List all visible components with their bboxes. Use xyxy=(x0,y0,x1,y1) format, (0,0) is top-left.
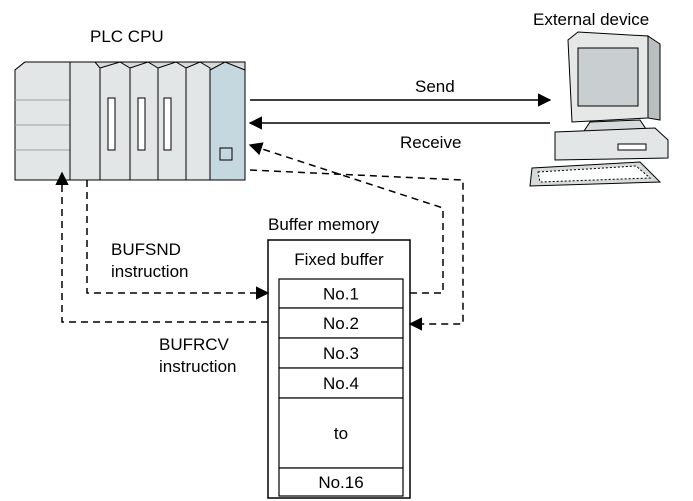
send-buffer-line xyxy=(248,142,444,294)
bufsnd-label-line2: instruction xyxy=(111,262,188,281)
bufsnd-flow-line xyxy=(86,180,270,300)
buffer-memory-label: Buffer memory xyxy=(268,215,380,234)
bufrcv-label-line1: BUFRCV xyxy=(159,335,230,354)
buffer-cell-label: No.2 xyxy=(323,314,359,333)
bufsnd-label-line1: BUFSND xyxy=(111,240,181,259)
plc-rack-icon xyxy=(14,61,246,181)
send-label: Send xyxy=(415,77,455,96)
buffer-cell-label: No.16 xyxy=(318,473,363,492)
buffer-cell-label: No.3 xyxy=(323,344,359,363)
ethernet-module xyxy=(209,61,246,181)
plc-cpu-label: PLC CPU xyxy=(90,27,164,46)
module-port xyxy=(219,147,233,161)
power-supply-module xyxy=(14,61,71,181)
fixed-buffer-label: Fixed buffer xyxy=(294,250,384,269)
buffer-cell-label: No.4 xyxy=(323,374,359,393)
bufrcv-label-line2: instruction xyxy=(159,357,236,376)
external-device-label: External device xyxy=(533,10,649,29)
buffer-cell xyxy=(278,397,404,469)
bufrcv-flow-line xyxy=(55,171,268,323)
buffer-cell-label: to xyxy=(334,424,348,443)
buffer-cell xyxy=(278,278,404,309)
computer-icon xyxy=(529,31,669,187)
dashed-connections xyxy=(55,142,464,331)
buffer-cell xyxy=(278,467,404,497)
receive-label: Receive xyxy=(400,133,461,152)
buffer-cell xyxy=(278,307,404,339)
buffer-cell-label: No.1 xyxy=(323,285,359,304)
